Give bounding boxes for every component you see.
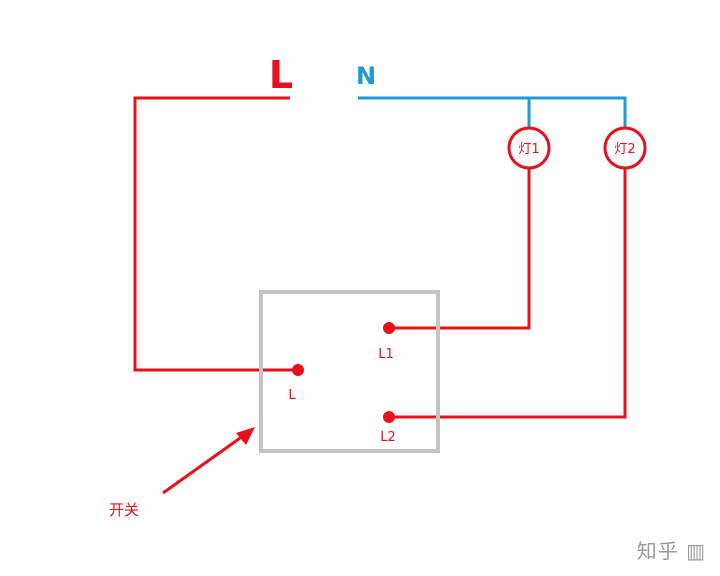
terminal-l1-label: L1 xyxy=(378,347,394,362)
terminal-l1-dot xyxy=(383,322,395,334)
l2-to-lamp2-wire xyxy=(389,168,627,419)
live-supply-wire xyxy=(133,96,297,372)
watermark-text: 知乎 xyxy=(636,539,679,563)
l1-to-lamp1-wire xyxy=(389,168,531,330)
lamp2-circle xyxy=(603,126,647,170)
neutral-main-wire xyxy=(358,96,627,128)
neutral-label: N xyxy=(356,62,376,90)
lamp2-label: 灯2 xyxy=(614,142,635,157)
lamp1-circle xyxy=(507,126,551,170)
terminal-l2-dot xyxy=(383,411,395,423)
lamp1-label: 灯1 xyxy=(518,142,539,157)
live-label: L xyxy=(269,53,293,97)
zhihu-watermark: 知乎 ▥ xyxy=(637,535,706,564)
terminal-l2-label: L2 xyxy=(380,430,396,445)
terminal-l-label: L xyxy=(288,388,296,403)
neutral-wiring xyxy=(358,96,627,128)
watermark-bars-icon: ▥ xyxy=(686,539,706,563)
switch-arrow xyxy=(162,427,255,495)
switch-box xyxy=(259,290,440,453)
terminal-l-dot xyxy=(292,364,304,376)
switch-label: 开关 xyxy=(109,501,139,519)
live-wiring xyxy=(133,96,627,419)
